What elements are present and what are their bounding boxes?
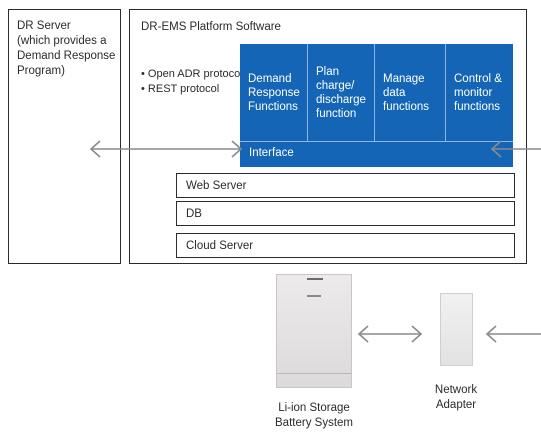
battery-label: Li-ion Storage Battery System (275, 402, 353, 429)
layer-db: DB (176, 201, 515, 226)
arrowhead-left-interface (490, 140, 502, 158)
function-manage-data: Manage data functions (374, 44, 445, 141)
battery-icon (276, 274, 352, 388)
dr-server-box: DR Server (which provides a Demand Respo… (8, 9, 121, 264)
platform-title: DR-EMS Platform Software (141, 21, 281, 33)
function-demand-response: Demand Response Functions (248, 72, 300, 113)
layer-cloud-server: Cloud Server (176, 233, 515, 258)
protocol-rest: • REST protocol (141, 83, 220, 95)
arrowhead-left-adapter (485, 325, 497, 343)
arrowhead-right-adapter (411, 325, 423, 343)
function-plan-charge: Plan charge/ discharge function (307, 44, 374, 141)
layer-cloud-server-label: Cloud Server (186, 239, 254, 252)
arrowhead-left-battery (357, 325, 369, 343)
functions-panel: Demand Response Functions Plan charge/ d… (240, 44, 513, 167)
function-control-monitor: Control & monitor functions (445, 44, 513, 141)
network-adapter-label: Network Adapter (434, 384, 478, 411)
layer-web-server-label: Web Server (186, 179, 247, 192)
network-adapter-icon (440, 293, 473, 366)
interface-bar (240, 141, 513, 167)
interface-label: Interface (249, 147, 294, 159)
layer-web-server: Web Server (176, 173, 515, 198)
dr-server-label: DR Server (which provides a Demand Respo… (17, 20, 116, 77)
arrowhead-right-interface (231, 140, 243, 158)
layer-db-label: DB (186, 207, 202, 220)
protocol-openadr: • Open ADR protocol (141, 68, 243, 80)
arrowhead-left-dr (89, 140, 101, 158)
